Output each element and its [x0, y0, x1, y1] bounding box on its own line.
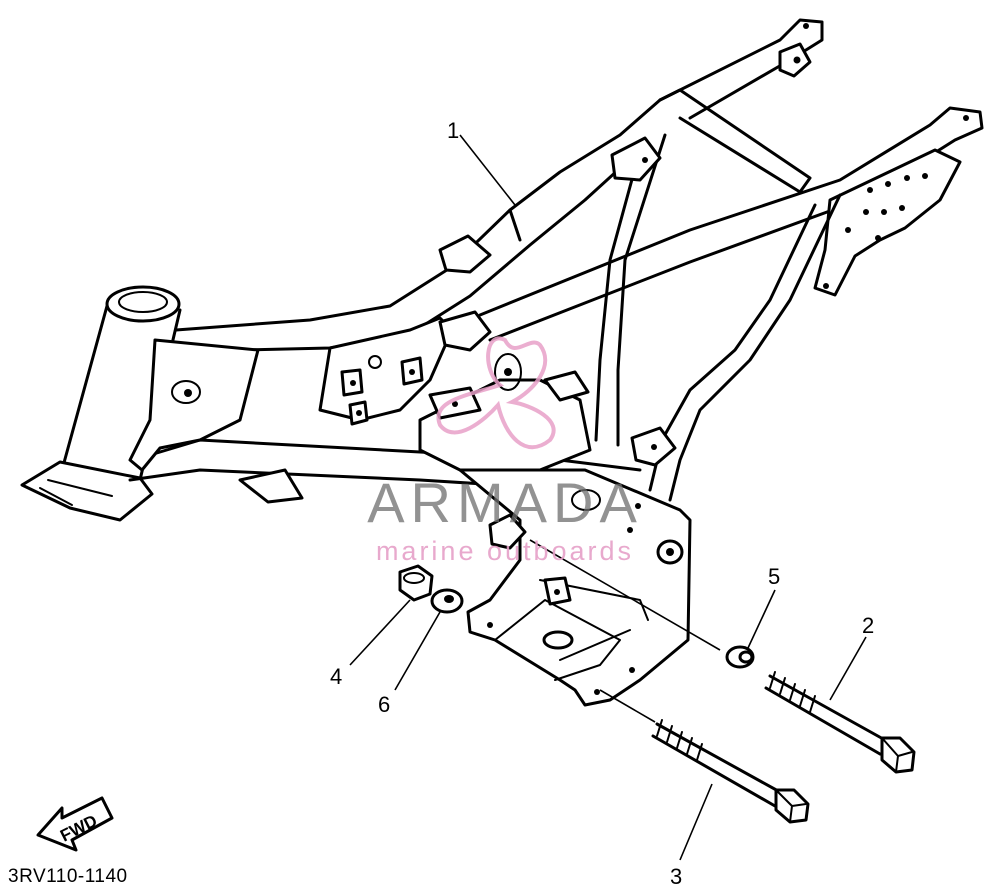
bolt-long-2: [764, 671, 916, 774]
watermark-title: ARMADA: [367, 471, 643, 534]
callout-2: 2: [862, 613, 874, 638]
bolt-long-3: [651, 719, 810, 824]
armada-logo-icon: [436, 336, 556, 449]
callouts: 1 2 3 4 5 6: [330, 118, 874, 889]
callout-5: 5: [768, 564, 780, 589]
engine-mount-bracket: [458, 468, 692, 707]
diagram-code: 3RV110-1140: [8, 866, 128, 887]
washer-6: [430, 588, 464, 614]
fwd-arrow-icon: FWD: [36, 796, 114, 852]
callout-6: 6: [378, 692, 390, 717]
main-frame: [20, 18, 984, 522]
callout-3: 3: [670, 864, 682, 889]
collar-5: [725, 645, 755, 669]
callout-1: 1: [447, 118, 459, 143]
watermark-subtitle: marine outboards: [375, 536, 635, 566]
nut-4: [398, 564, 434, 602]
head-pipe: [20, 285, 182, 522]
callout-4: 4: [330, 664, 342, 689]
